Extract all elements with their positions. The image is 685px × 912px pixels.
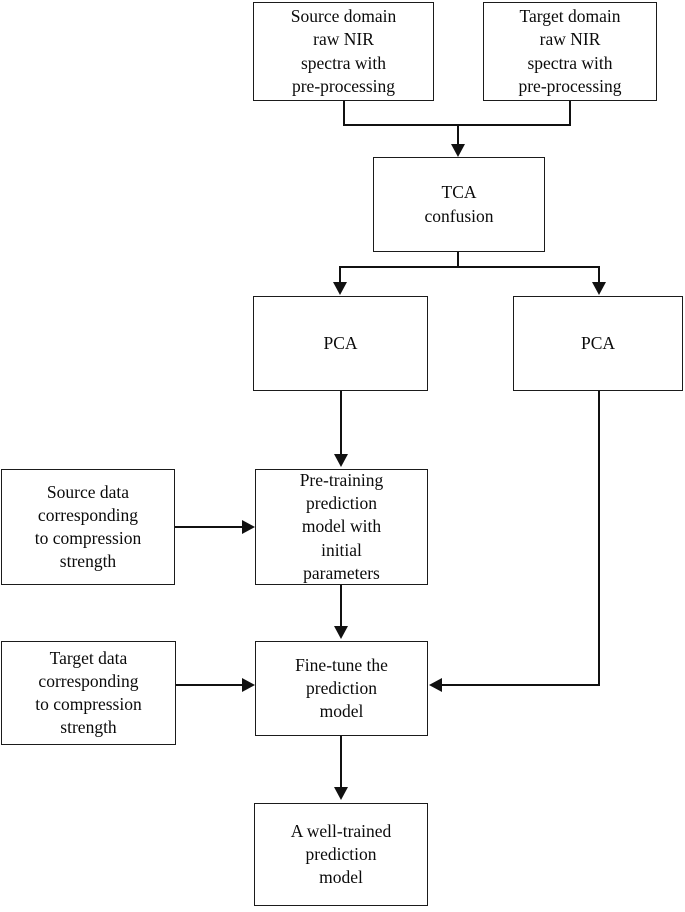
node-source-data-compression[interactable]: Source data corresponding to compression…: [1, 469, 175, 585]
node-fine-tune-model[interactable]: Fine-tune the prediction model: [255, 641, 428, 736]
arrowhead-into-fine-tune-right: [429, 678, 442, 692]
edge-pretraining-to-finetune-shaft: [340, 585, 342, 627]
node-target-domain-spectra[interactable]: Target domain raw NIR spectra with pre-p…: [483, 2, 657, 101]
node-pca-right[interactable]: PCA: [513, 296, 683, 391]
edge-target-data-to-finetune-shaft: [176, 684, 243, 686]
node-source-domain-spectra[interactable]: Source domain raw NIR spectra with pre-p…: [253, 2, 434, 101]
node-tca-confusion[interactable]: TCA confusion: [373, 157, 545, 252]
edge-split-to-pca-left-shaft: [339, 266, 341, 284]
arrowhead-into-pca-left: [333, 282, 347, 295]
edge-pca-left-to-pretraining-shaft: [340, 391, 342, 456]
node-pre-training-model[interactable]: Pre-training prediction model with initi…: [255, 469, 428, 585]
edge-split-to-pca-right-shaft: [598, 266, 600, 284]
edge-pca-right-to-finetune-bar: [441, 684, 600, 686]
edge-pca-right-down-shaft: [598, 391, 600, 686]
edge-tca-split-stub: [457, 252, 459, 268]
node-pca-left[interactable]: PCA: [253, 296, 428, 391]
edge-tca-split-bar: [339, 266, 600, 268]
arrowhead-into-tca: [451, 144, 465, 157]
arrowhead-into-pre-training: [334, 454, 348, 467]
arrowhead-into-fine-tune-top: [334, 626, 348, 639]
edge-merge-to-tca-shaft: [457, 124, 459, 146]
arrowhead-into-pca-right: [592, 282, 606, 295]
edge-target-to-merge-stub: [569, 101, 571, 126]
edge-source-data-to-pretraining-shaft: [175, 526, 243, 528]
arrowhead-into-fine-tune-left: [242, 678, 255, 692]
node-well-trained-model[interactable]: A well-trained prediction model: [254, 803, 428, 906]
edge-finetune-to-welltrained-shaft: [340, 736, 342, 788]
node-target-data-compression[interactable]: Target data corresponding to compression…: [1, 641, 176, 745]
edge-source-to-merge-stub: [343, 101, 345, 126]
arrowhead-into-pre-training-left: [242, 520, 255, 534]
arrowhead-into-well-trained: [334, 787, 348, 800]
